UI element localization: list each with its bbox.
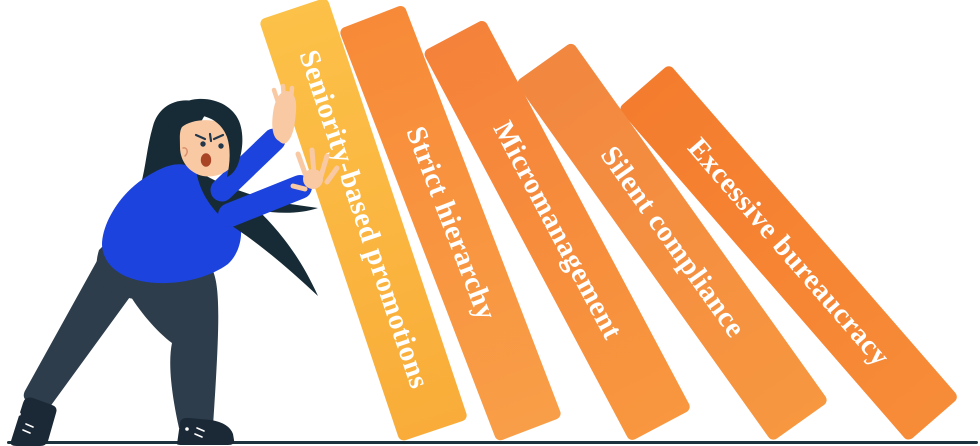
person-top-hair bbox=[168, 98, 243, 177]
person-front-shoe bbox=[177, 417, 235, 445]
ground-line bbox=[7, 441, 978, 444]
person-back-shoe bbox=[10, 397, 57, 446]
person-mouth bbox=[200, 153, 212, 167]
person-eyes bbox=[200, 141, 224, 149]
person-hair-swoosh bbox=[196, 170, 318, 296]
person-upper-arm bbox=[210, 128, 286, 202]
person-lower-hand bbox=[290, 147, 340, 192]
person-lower-arm bbox=[218, 175, 312, 227]
person-illustration bbox=[10, 83, 340, 446]
person-ear bbox=[180, 145, 192, 157]
person-eyebrows bbox=[194, 132, 225, 143]
person-upper-hand bbox=[271, 83, 297, 144]
